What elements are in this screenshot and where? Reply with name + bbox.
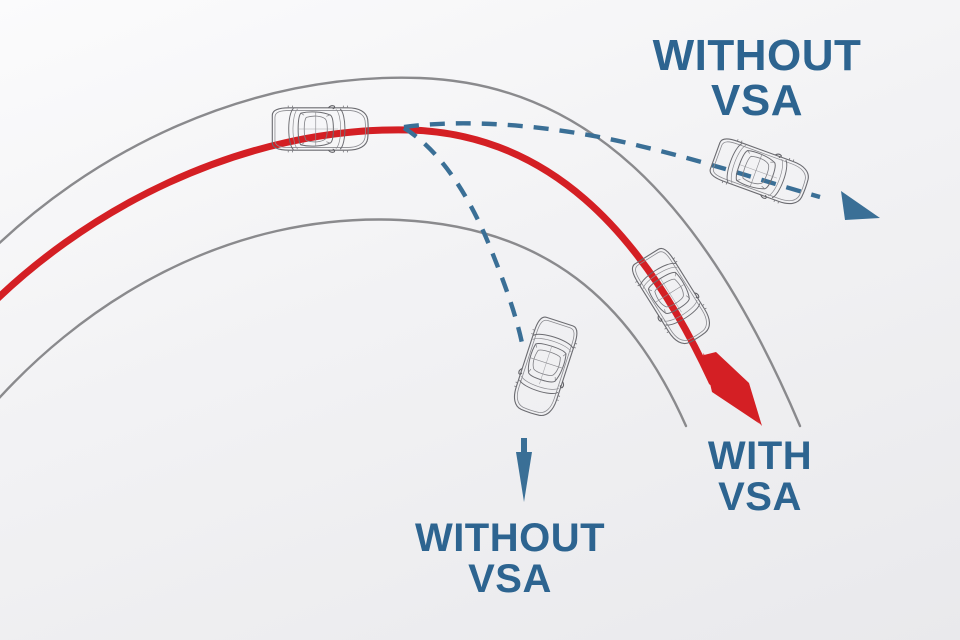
with-vsa-trajectory [0, 126, 716, 386]
outer-road-edge [0, 76, 802, 428]
label-without-vsa-top: WITHOUT VSA [632, 31, 882, 125]
label-without-vsa-bottom-line2: VSA [468, 556, 552, 601]
without-vsa-understeer-trajectory [403, 121, 821, 200]
arrow-oversteer [516, 452, 532, 502]
label-without-vsa-top-line2: VSA [711, 75, 803, 125]
label-with-vsa-line2: VSA [718, 474, 802, 519]
without-vsa-trajectories [402, 121, 880, 502]
without-vsa-oversteer-trajectory [402, 126, 526, 349]
inner-road-edge [0, 218, 688, 428]
arrow-understeer [841, 191, 880, 220]
with-vsa-car [626, 243, 718, 351]
with-vsa-trajectory-group [0, 126, 762, 426]
label-without-vsa-top-line1: WITHOUT [652, 31, 862, 80]
label-without-vsa-bottom-line1: WITHOUT [414, 516, 606, 560]
road-lane-markings [0, 76, 802, 428]
label-with-vsa: WITH VSA [655, 436, 865, 518]
arrow-with-vsa-fill [703, 353, 760, 424]
label-without-vsa-bottom: WITHOUT VSA [385, 518, 635, 600]
understeer-car [706, 133, 814, 211]
arrow-oversteer-stem [521, 438, 527, 454]
label-with-vsa-line1: WITH [707, 434, 813, 478]
